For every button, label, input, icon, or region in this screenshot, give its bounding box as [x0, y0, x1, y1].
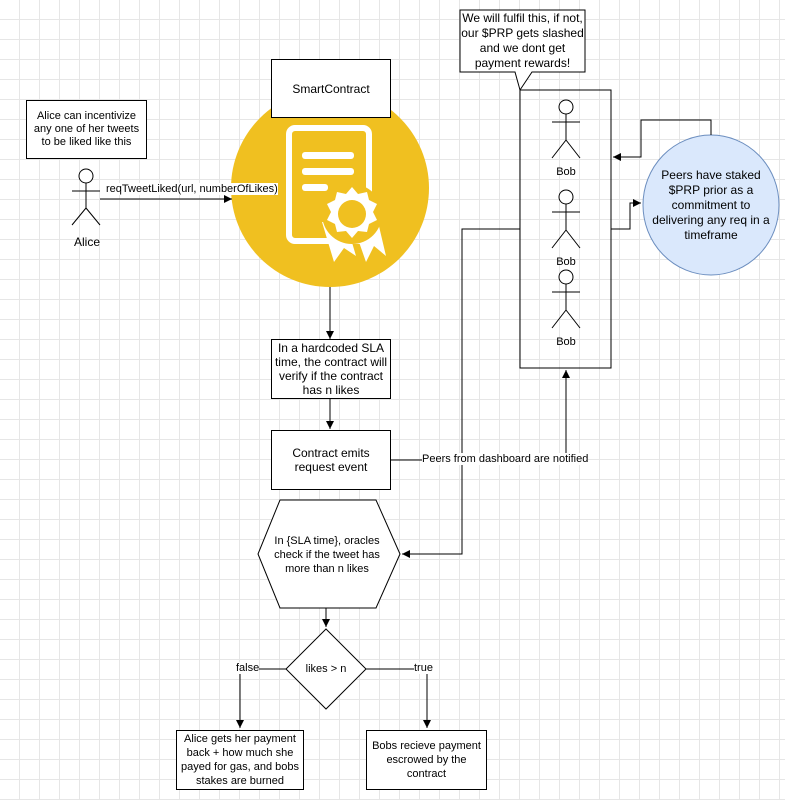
bob-outcome-text: Bobs recieve payment escrowed by the con… — [372, 740, 481, 780]
false-label: false — [236, 662, 260, 674]
decision-text: likes > n — [305, 663, 347, 675]
call-label: reqTweetLiked(url, numberOfLikes) — [106, 183, 278, 195]
bob-outcome-box: Bobs recieve payment escrowed by the con… — [366, 730, 487, 790]
sla-check-text: In a hardcoded SLA time, the contract wi… — [274, 341, 388, 397]
alice-label: Alice — [74, 235, 101, 249]
alice-note-text: Alice can incentivize any one of her twe… — [33, 110, 140, 148]
bob-actor-icon-1 — [551, 99, 581, 159]
alice-outcome-text: Alice gets her payment back + how much s… — [180, 733, 300, 787]
oracle-check-text: In {SLA time}, oracles check if the twee… — [274, 535, 380, 575]
bob-label-2: Bob — [556, 256, 576, 268]
peers-note: Peers have staked $PRP prior as a commit… — [645, 160, 777, 250]
bob-label-1: Bob — [556, 166, 576, 178]
true-label: true — [414, 662, 433, 674]
emit-event-box: Contract emits request event — [271, 430, 391, 490]
sla-check-box: In a hardcoded SLA time, the contract wi… — [271, 339, 391, 399]
smart-contract-title: SmartContract — [292, 81, 370, 96]
bob-label-3: Bob — [556, 336, 576, 348]
alice-actor-icon — [71, 168, 101, 226]
emit-event-text: Contract emits request event — [292, 446, 370, 474]
bob-callout: We will fulfil this, if not, our $PRP ge… — [460, 10, 585, 72]
decision-diamond — [285, 628, 367, 710]
edge-decision-false — [236, 668, 286, 728]
alice-outcome-box: Alice gets her payment back + how much s… — [176, 730, 304, 790]
bob-actor-icon-3 — [551, 269, 581, 329]
alice-note: Alice can incentivize any one of her twe… — [26, 100, 147, 159]
bob-callout-bubble — [459, 9, 586, 92]
edge-emit-to-bobs — [391, 370, 570, 461]
bob-actor-icon-2 — [551, 189, 581, 249]
bob-callout-text: We will fulfil this, if not, our $PRP ge… — [461, 11, 584, 70]
oracle-hexagon — [257, 499, 401, 609]
edge-decision-true — [366, 668, 431, 728]
edge-peers-to-bobs — [613, 119, 712, 161]
smart-contract-title-box: SmartContract — [271, 59, 391, 118]
edge-bobs-to-peers — [611, 199, 641, 230]
decision-node: likes > n — [291, 660, 361, 678]
edge-bobs-to-hexagon — [402, 228, 520, 558]
notify-label: Peers from dashboard are notified — [422, 453, 589, 465]
contract-certificate-icon — [231, 89, 429, 287]
oracle-check-node: In {SLA time}, oracles check if the twee… — [272, 528, 382, 582]
peers-note-text: Peers have staked $PRP prior as a commit… — [652, 167, 770, 242]
